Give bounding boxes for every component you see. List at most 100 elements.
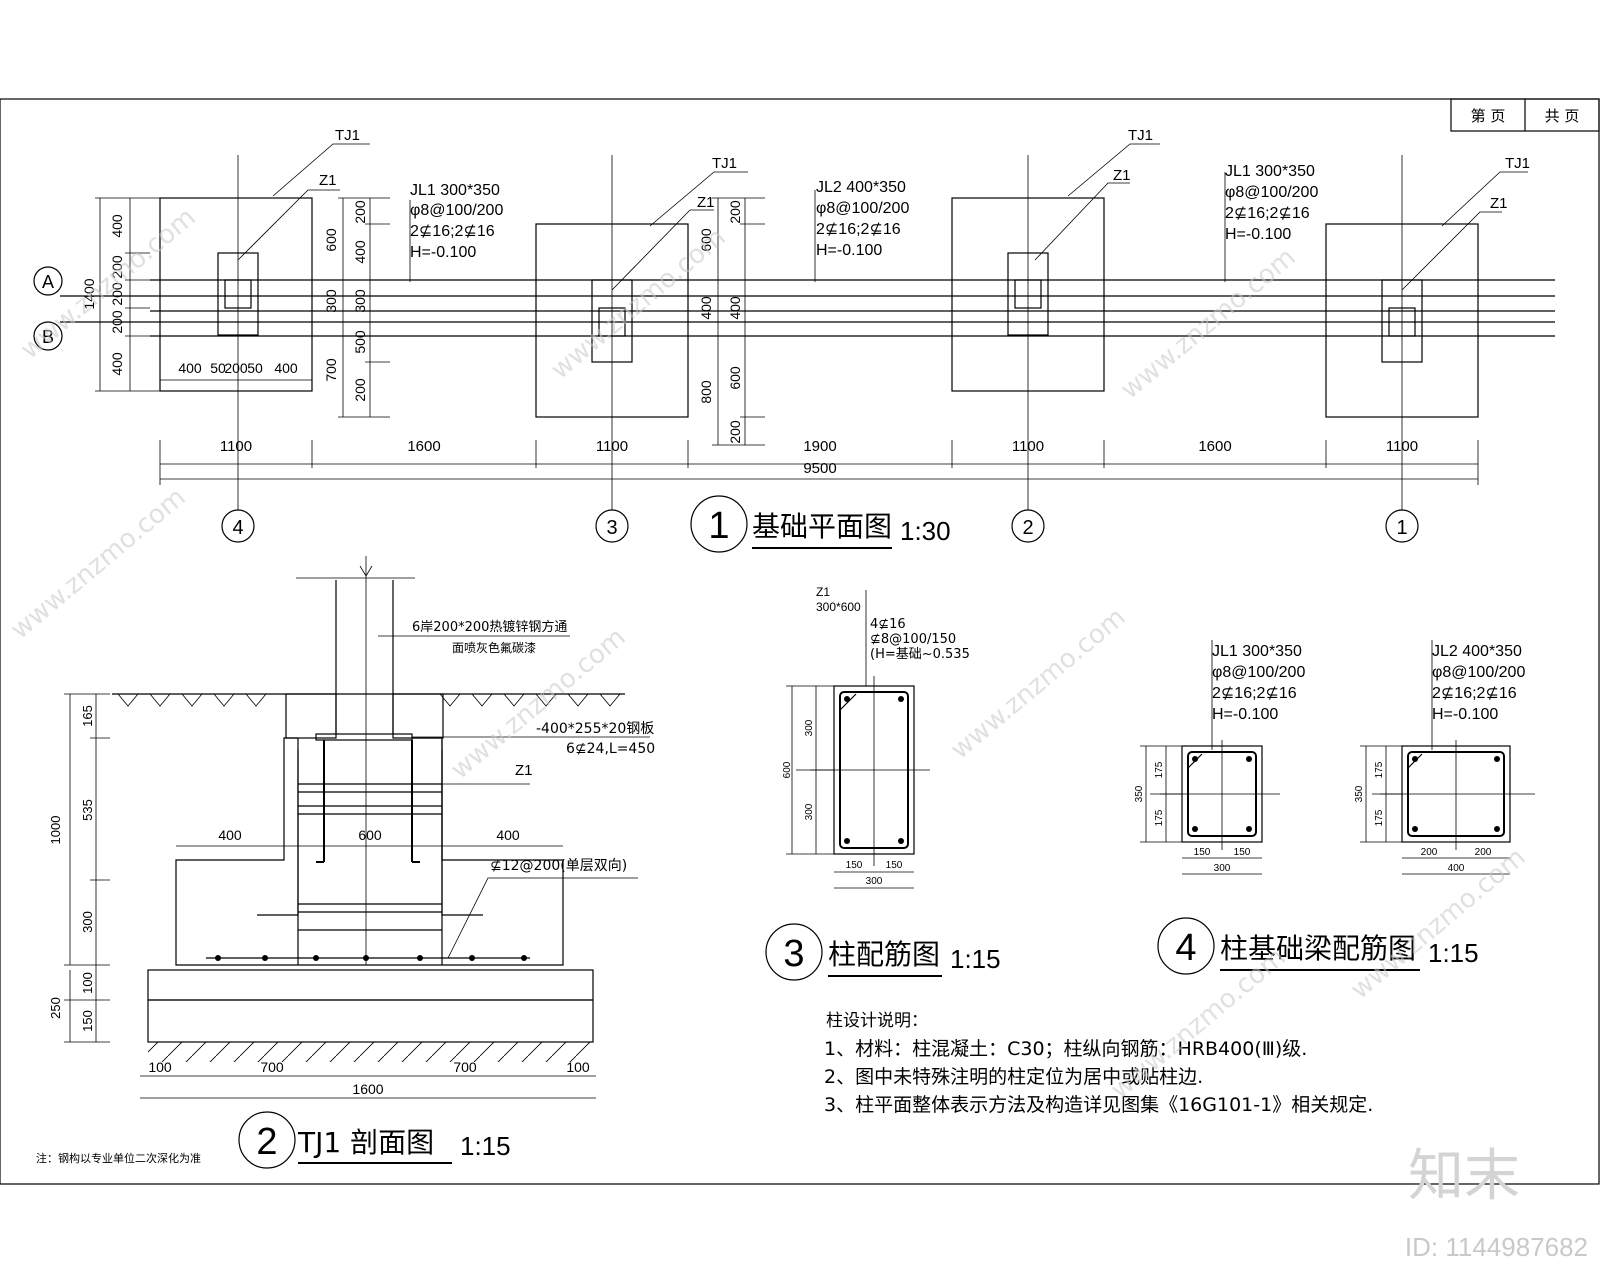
svg-text:1600: 1600 — [407, 438, 440, 455]
svg-text:175: 175 — [1154, 809, 1165, 826]
column-label: Z1 — [319, 172, 337, 189]
steel-plate-label: -400*255*20钢板 — [536, 721, 654, 737]
svg-text:400: 400 — [496, 827, 520, 843]
svg-text:H=-0.100: H=-0.100 — [1225, 226, 1291, 243]
svg-text:1600: 1600 — [352, 1081, 383, 1097]
svg-text:700: 700 — [260, 1059, 284, 1075]
svg-text:2⊈16;2⊈16: 2⊈16;2⊈16 — [1212, 685, 1297, 702]
svg-text:535: 535 — [80, 799, 95, 821]
watermark-site: www.znzmo.com — [1345, 842, 1531, 1005]
beam-detail-number: 4 — [1175, 927, 1196, 969]
footing-label: TJ1 — [1128, 127, 1153, 144]
beam-label-jl1-left: JL1 300*350 φ8@100/200 2⊈16;2⊈16 H=-0.10… — [409, 182, 503, 282]
svg-text:2⊈16;2⊈16: 2⊈16;2⊈16 — [410, 223, 495, 240]
svg-text:2: 2 — [1022, 517, 1033, 539]
svg-text:400: 400 — [218, 827, 242, 843]
axis-bubble-1 — [1385, 509, 1419, 543]
footing-section: 6岸200*200热镀锌钢方通 面喷灰色氟碳漆 -400*255*20钢板 6⊈… — [36, 556, 655, 1169]
svg-text:2⊈16;2⊈16: 2⊈16;2⊈16 — [1432, 685, 1517, 702]
svg-text:400: 400 — [352, 240, 368, 264]
svg-text:175: 175 — [1154, 761, 1165, 778]
svg-text:4: 4 — [232, 517, 243, 539]
svg-text:175: 175 — [1374, 761, 1385, 778]
svg-text:JL1 300*350: JL1 300*350 — [1225, 163, 1315, 180]
svg-text:2⊈16;2⊈16: 2⊈16;2⊈16 — [816, 221, 901, 238]
svg-text:200: 200 — [109, 310, 125, 334]
footing-label: TJ1 — [712, 155, 737, 172]
svg-text:φ8@100/200: φ8@100/200 — [1212, 664, 1305, 681]
column-label: Z1 — [697, 194, 715, 211]
axis-bubble-2 — [1011, 509, 1045, 543]
svg-text:400: 400 — [274, 360, 298, 376]
watermark-logo: 知末 — [1408, 1144, 1520, 1209]
svg-text:1100: 1100 — [220, 438, 252, 455]
svg-text:200: 200 — [109, 282, 125, 306]
svg-text:(H=基础~0.535: (H=基础~0.535 — [870, 647, 970, 662]
column-label: Z1 — [1113, 167, 1131, 184]
svg-text:300: 300 — [1214, 863, 1231, 874]
plan-title-bubble — [690, 495, 748, 553]
sheet-frame — [0, 98, 1600, 1185]
beam-detail-scale: 1:15 — [1428, 938, 1479, 968]
svg-text:300: 300 — [352, 289, 368, 313]
column-z1 — [217, 252, 259, 336]
svg-text:250: 250 — [48, 997, 63, 1019]
svg-text:300: 300 — [804, 719, 815, 736]
title-block-total: 共 页 — [1545, 107, 1580, 125]
column-z1 — [1381, 279, 1423, 363]
footing-pad — [951, 197, 1105, 392]
svg-text:200: 200 — [727, 200, 743, 224]
footing-pad — [1325, 223, 1479, 418]
beam-label-jl2: JL2 400*350 φ8@100/200 2⊈16;2⊈16 H=-0.10… — [814, 179, 909, 282]
svg-text:φ8@100/200: φ8@100/200 — [1432, 664, 1525, 681]
svg-text:1400: 1400 — [81, 278, 97, 309]
base-rebar-label: ⊈12@200(单层双向) — [490, 858, 627, 874]
svg-text:100: 100 — [80, 972, 95, 994]
notes-heading: 柱设计说明： — [826, 1011, 928, 1031]
svg-text:JL2 400*350: JL2 400*350 — [1432, 643, 1522, 660]
svg-text:200: 200 — [109, 255, 125, 279]
svg-text:800: 800 — [698, 380, 714, 404]
plan-scale: 1:30 — [900, 516, 951, 546]
svg-text:400: 400 — [727, 296, 743, 320]
svg-text:350: 350 — [1134, 785, 1145, 802]
svg-text:1100: 1100 — [596, 438, 628, 455]
column-rebar-detail: Z1 300*600 4⊈16 ⊈8@100/150 (H=基础~0.535 3… — [765, 585, 1001, 981]
watermark-site: www.znzmo.com — [1115, 242, 1301, 405]
svg-text:600: 600 — [727, 366, 743, 390]
note-item-2: 2、图中未特殊注明的柱定位为居中或贴柱边. — [824, 1066, 1203, 1088]
axis-bubble-a — [33, 266, 63, 296]
svg-text:400: 400 — [109, 214, 125, 238]
svg-text:H=-0.100: H=-0.100 — [410, 244, 476, 261]
svg-text:300: 300 — [804, 803, 815, 820]
svg-text:JL1 300*350: JL1 300*350 — [410, 182, 500, 199]
title-block: 第 页 共 页 — [1450, 98, 1600, 132]
axis-label-b: B — [42, 327, 54, 347]
paint-note: 面喷灰色氟碳漆 — [452, 641, 536, 655]
svg-text:1600: 1600 — [1198, 438, 1231, 455]
svg-text:H=-0.100: H=-0.100 — [1432, 706, 1498, 723]
beam-detail-title: 4 柱基础梁配筋图 1:15 — [1157, 917, 1479, 975]
section-title-number: 2 — [256, 1121, 277, 1163]
svg-text:1000: 1000 — [48, 816, 63, 845]
watermark-site: www.znzmo.com — [5, 482, 191, 645]
svg-text:200: 200 — [1421, 847, 1438, 858]
svg-text:100: 100 — [566, 1059, 590, 1075]
section-title: TJ1 剖面图 — [297, 1126, 434, 1159]
svg-text:2⊈16;2⊈16: 2⊈16;2⊈16 — [1225, 205, 1310, 222]
svg-text:φ8@100/200: φ8@100/200 — [816, 200, 909, 217]
svg-text:400: 400 — [1448, 863, 1465, 874]
plan-total-dimension: 9500 — [803, 460, 836, 477]
footing-label: TJ1 — [335, 127, 360, 144]
axis-bubble-b — [33, 321, 63, 351]
axis-bubble-4 — [221, 509, 255, 543]
svg-text:100: 100 — [148, 1059, 172, 1075]
svg-text:600: 600 — [698, 228, 714, 252]
svg-text:400: 400 — [109, 352, 125, 376]
svg-text:200: 200 — [1475, 847, 1492, 858]
svg-text:1100: 1100 — [1386, 438, 1418, 455]
svg-text:400: 400 — [178, 360, 202, 376]
svg-text:1100: 1100 — [1012, 438, 1044, 455]
title-block-sheet: 第 页 — [1471, 107, 1506, 125]
svg-text:JL1 300*350: JL1 300*350 — [1212, 643, 1302, 660]
